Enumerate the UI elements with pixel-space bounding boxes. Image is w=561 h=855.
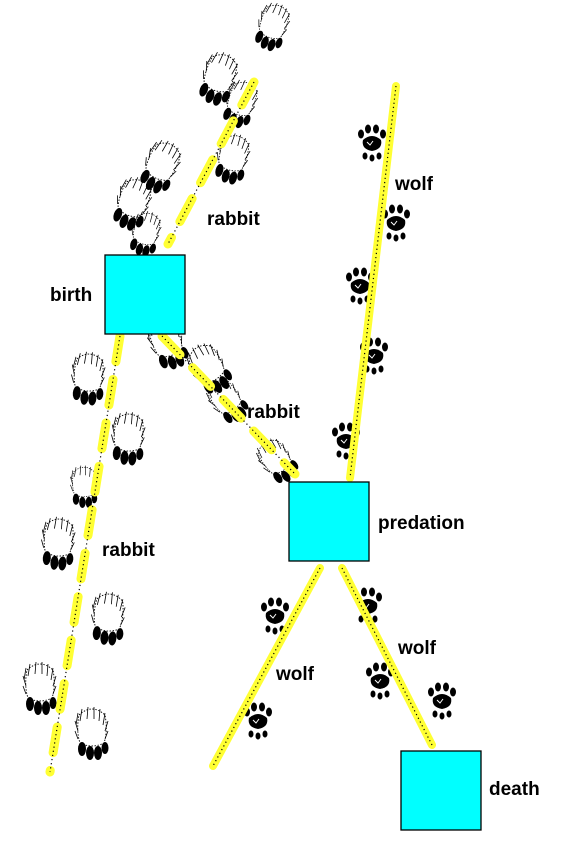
rabbit-track-icon xyxy=(22,661,57,716)
edge-wolf-out-left-label: wolf xyxy=(275,664,315,685)
rabbit-track-icon xyxy=(88,590,128,647)
node-birth-box xyxy=(104,254,186,335)
edge-wolf-to-death-label: wolf xyxy=(397,638,437,659)
edge-wolf-out-left xyxy=(209,564,324,770)
edge-rabbit-out-label: rabbit xyxy=(102,540,155,561)
edge-rabbit-out xyxy=(45,331,125,777)
rabbit-track-icon xyxy=(249,0,296,55)
rabbit-track-icon xyxy=(108,410,148,467)
rabbit-track-icon xyxy=(74,706,109,761)
edge-wolf-to-death xyxy=(338,564,436,749)
edge-rabbit-in-label: rabbit xyxy=(207,209,260,230)
wolf-paw-icon xyxy=(357,124,387,162)
node-death-box xyxy=(400,750,482,831)
rabbit-track-icon xyxy=(38,515,78,572)
edge-wolf-in-label: wolf xyxy=(394,174,434,195)
rabbit-track-icon xyxy=(133,134,188,199)
node-predation-label: predation xyxy=(378,513,465,534)
wolf-paw-icon xyxy=(427,682,457,720)
rabbit-track-icon xyxy=(68,350,108,407)
rabbit-tracks-in xyxy=(106,0,296,260)
wolf-paw-icon xyxy=(381,204,411,242)
edge-wolf-in xyxy=(346,82,400,482)
node-birth-label: birth xyxy=(50,285,92,306)
rabbit-track-icon xyxy=(192,47,244,110)
edge-rabbit-to-predation-label: rabbit xyxy=(247,402,300,423)
node-predation-box xyxy=(288,481,370,562)
edge-rabbit-in xyxy=(163,77,259,249)
edge-rabbit-to-predation xyxy=(157,331,300,479)
node-death-label: death xyxy=(489,779,540,800)
